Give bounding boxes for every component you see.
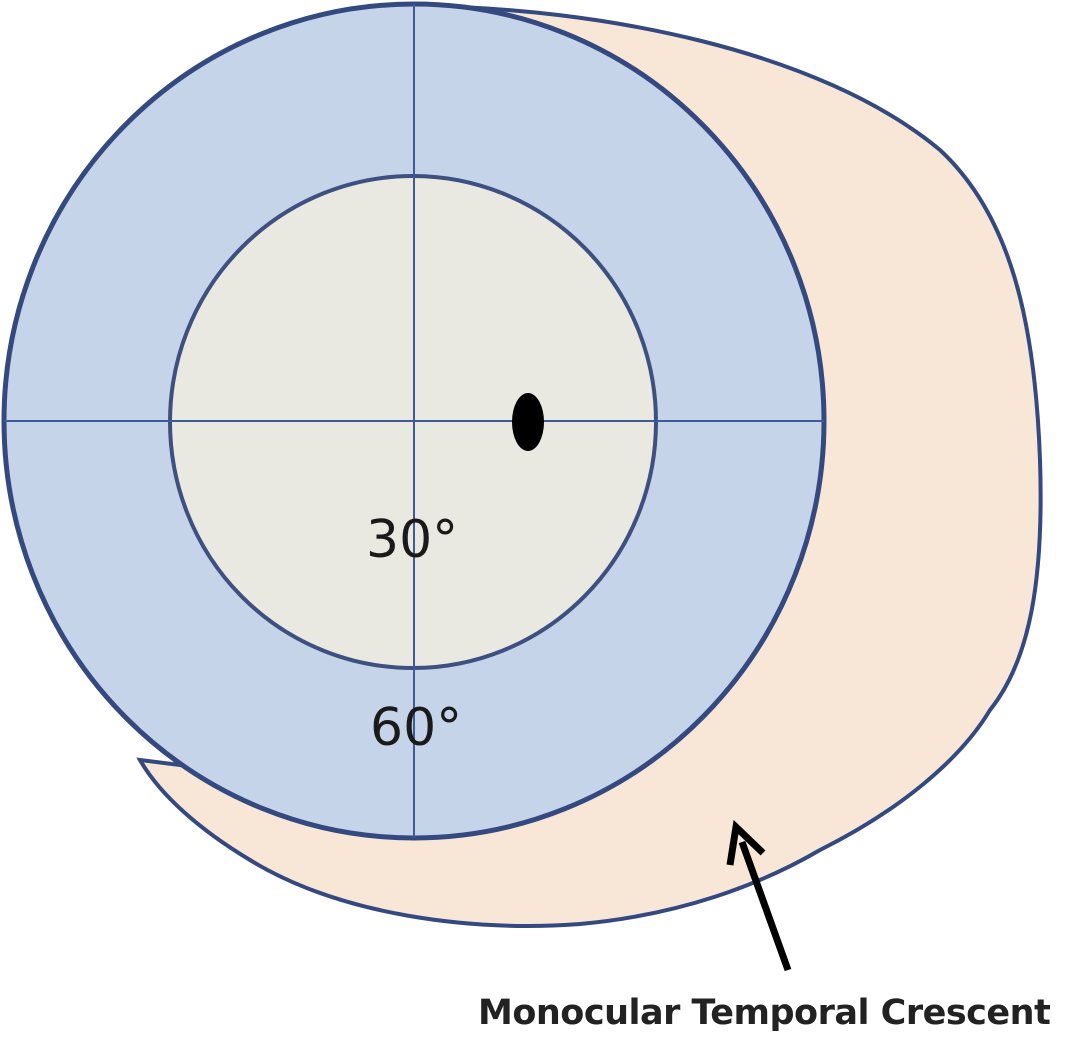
arrow-shaft [738, 840, 792, 972]
caption-monocular-temporal-crescent: Monocular Temporal Crescent [478, 993, 1051, 1033]
blind-spot [512, 393, 544, 451]
arrow-head-icon [726, 819, 766, 866]
label-30-degrees: 30° [366, 510, 459, 570]
label-60-degrees: 60° [370, 698, 463, 758]
